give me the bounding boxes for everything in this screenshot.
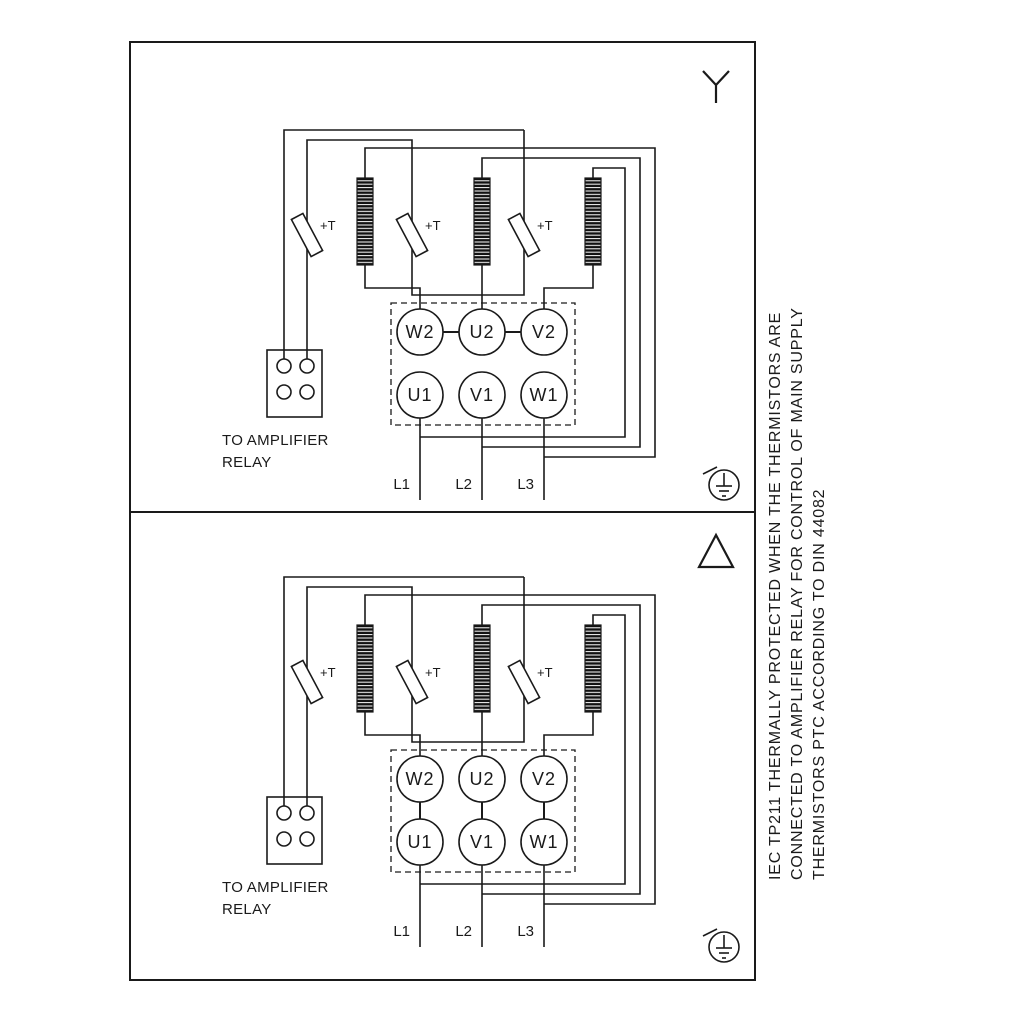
terminal-label: W1 xyxy=(530,832,559,852)
thermistor-label: +T xyxy=(320,218,336,233)
supply-label-l3: L3 xyxy=(517,476,534,493)
terminal-label: U2 xyxy=(469,769,494,789)
side-note: IEC TP211 THERMALLY PROTECTED WHEN THE T… xyxy=(767,307,828,880)
delta-terminal-links xyxy=(419,802,545,819)
relay-caption-line1: TO AMPLIFIER xyxy=(222,879,329,896)
terminal-label: U1 xyxy=(407,385,432,405)
delta-panel-labels: W2 U2 V2 U1 V1 W1 +T +T +T TO AMPLIFIER … xyxy=(222,665,559,940)
supply-label-l2: L2 xyxy=(455,476,472,493)
terminal-label: W2 xyxy=(406,322,435,342)
relay-caption-line2: RELAY xyxy=(222,901,272,918)
star-panel-labels: W2 U2 V2 U1 V1 W1 +T +T +T TO AMPLIFIER … xyxy=(222,218,559,493)
thermistor-label: +T xyxy=(320,665,336,680)
thermistor-label: +T xyxy=(537,218,553,233)
relay-caption-line1: TO AMPLIFIER xyxy=(222,432,329,449)
terminal-label: U2 xyxy=(469,322,494,342)
supply-label-l1: L1 xyxy=(393,923,410,940)
side-note-line1: IEC TP211 THERMALLY PROTECTED WHEN THE T… xyxy=(767,312,784,880)
side-note-line3: THERMISTORS PTC ACCORDING TO DIN 44082 xyxy=(811,489,828,880)
supply-label-l2: L2 xyxy=(455,923,472,940)
supply-label-l3: L3 xyxy=(517,923,534,940)
thermistor-label: +T xyxy=(425,665,441,680)
thermistor-label: +T xyxy=(425,218,441,233)
delta-symbol-icon xyxy=(697,532,735,569)
star-symbol-icon xyxy=(702,70,730,103)
terminal-label: W1 xyxy=(530,385,559,405)
relay-caption-line2: RELAY xyxy=(222,454,272,471)
terminal-label: V2 xyxy=(532,322,556,342)
supply-label-l1: L1 xyxy=(393,476,410,493)
terminal-label: W2 xyxy=(406,769,435,789)
thermistor-label: +T xyxy=(537,665,553,680)
terminal-label: V1 xyxy=(470,832,494,852)
terminal-label: V1 xyxy=(470,385,494,405)
terminal-label: U1 xyxy=(407,832,432,852)
terminal-label: V2 xyxy=(532,769,556,789)
side-note-line2: CONNECTED TO AMPLIFIER RELAY FOR CONTROL… xyxy=(789,307,806,880)
